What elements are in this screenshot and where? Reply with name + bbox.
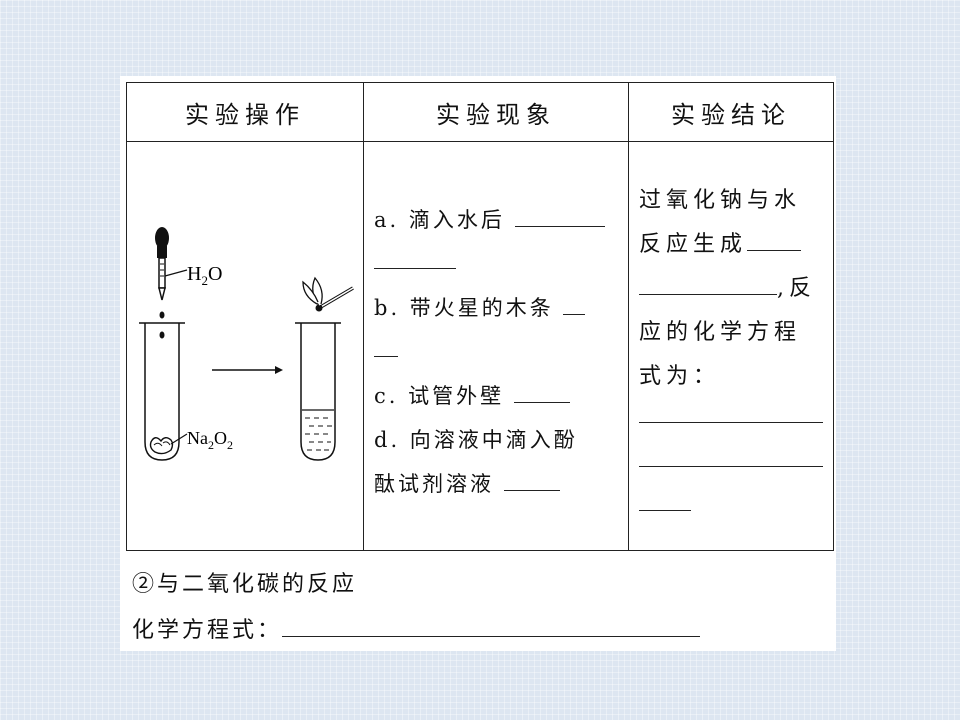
observation-b-text: b. 带火星的木条	[374, 296, 554, 320]
conclusion-line-2-text: 反应生成	[639, 232, 748, 257]
na2o2-pointer-line	[170, 433, 188, 445]
equation-line-2	[639, 446, 823, 473]
co2-equation-label: 化学方程式：	[132, 618, 283, 643]
answer-blank[interactable]	[514, 206, 605, 227]
answer-blank[interactable]	[747, 230, 802, 251]
observation-a-continued	[374, 248, 456, 274]
glowing-splint-icon	[302, 276, 354, 312]
header-operation: 实验操作	[126, 82, 364, 142]
conclusion-line-1: 过氧化钠与水	[639, 188, 802, 213]
answer-blank[interactable]	[639, 446, 823, 467]
test-tube-icon	[139, 322, 185, 461]
conclusion-line-2: 反应生成	[639, 226, 802, 258]
observation-d: d. 向溶液中滴入酚	[374, 424, 578, 454]
answer-blank[interactable]	[563, 294, 586, 315]
worksheet: 实验操作 实验现象 实验结论	[120, 76, 836, 651]
co2-section-title: ②与二氧化碳的反应	[132, 572, 358, 597]
answer-blank[interactable]	[639, 402, 823, 423]
co2-equation-line: 化学方程式：	[132, 612, 701, 644]
answer-blank[interactable]	[503, 470, 560, 491]
header-phenomenon: 实验现象	[363, 82, 629, 142]
test-tube-with-solution-icon	[295, 322, 341, 461]
observation-d-text: d. 向溶液中滴入酚	[374, 428, 578, 452]
observation-c-text: c. 试管外壁	[374, 384, 505, 408]
equation-line-3	[639, 490, 691, 517]
answer-blank[interactable]	[639, 274, 777, 295]
phenomenon-cell: a. 滴入水后 b. 带火星的木条 c. 试管外壁	[363, 141, 629, 551]
observation-a-text: a. 滴入水后	[374, 208, 505, 232]
answer-blank[interactable]	[374, 336, 398, 357]
conclusion-line-4: 应的化学方程	[639, 320, 802, 345]
answer-blank[interactable]	[639, 490, 691, 511]
water-drop	[159, 331, 165, 339]
diagram-svg: H2O Na2O2	[139, 227, 354, 461]
conclusion-line-5: 式为：	[639, 364, 721, 389]
header-conclusion: 实验结论	[628, 82, 834, 142]
answer-blank[interactable]	[513, 382, 570, 403]
table-header-row: 实验操作 实验现象 实验结论	[126, 82, 834, 142]
observation-c: c. 试管外壁	[374, 380, 570, 410]
conclusions: 过氧化钠与水 反应生成 ,反 应的化学方程 式为：	[629, 142, 833, 550]
conclusion-cell: 过氧化钠与水 反应生成 ,反 应的化学方程 式为：	[628, 141, 834, 551]
water-pointer-line	[164, 269, 188, 277]
answer-blank[interactable]	[374, 248, 456, 269]
observations: a. 滴入水后 b. 带火星的木条 c. 试管外壁	[364, 142, 628, 550]
conclusion-line-3-text: ,反	[777, 276, 816, 301]
water-drop	[159, 311, 165, 319]
observation-b-continued	[374, 336, 398, 362]
observation-d-text-2: 酞试剂溶液	[374, 472, 494, 496]
arrow-right-icon	[212, 366, 283, 374]
water-label: H2O	[187, 263, 222, 288]
na2o2-label: Na2O2	[187, 428, 233, 452]
observation-d-continued: 酞试剂溶液	[374, 468, 560, 498]
answer-blank[interactable]	[282, 616, 701, 637]
table-body-row: H2O Na2O2	[126, 141, 834, 551]
equation-line-1	[639, 402, 823, 429]
conclusion-line-3: ,反	[639, 270, 816, 302]
observation-b: b. 带火星的木条	[374, 292, 586, 322]
dropper-icon	[155, 227, 169, 301]
operation-cell: H2O Na2O2	[126, 141, 364, 551]
experiment-diagram: H2O Na2O2	[127, 142, 363, 550]
experiment-table: 实验操作 实验现象 实验结论	[126, 82, 834, 551]
observation-a: a. 滴入水后	[374, 204, 605, 234]
